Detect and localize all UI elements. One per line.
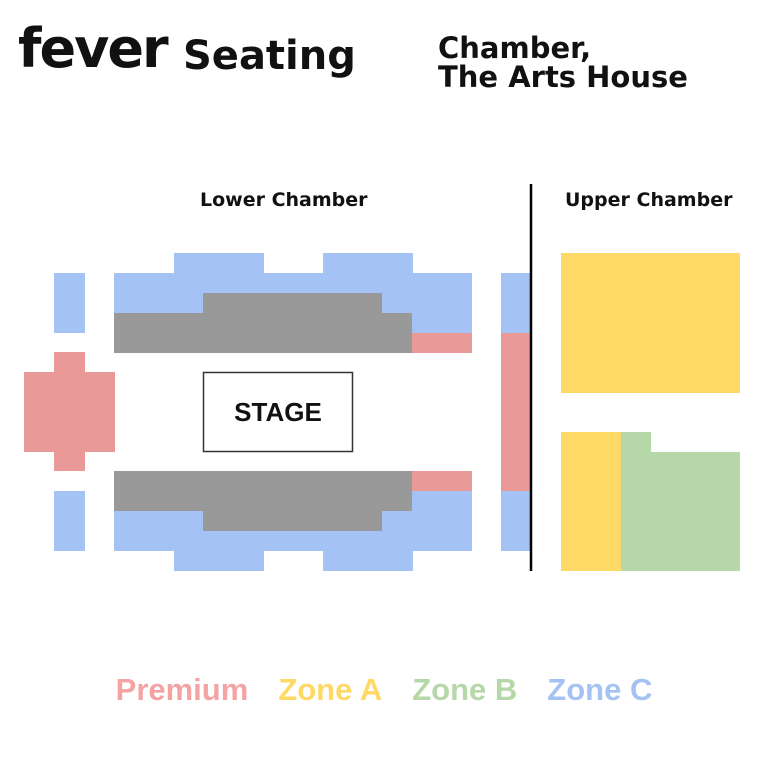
unavailable-seats (114, 293, 412, 531)
legend-premium: Premium (115, 672, 249, 707)
unavailable-bottom-2 (203, 511, 382, 531)
zone-a-upper-top[interactable] (561, 253, 740, 393)
stage-label: STAGE (234, 396, 322, 427)
lower-chamber-label: Lower Chamber (200, 189, 368, 211)
premium-seats[interactable] (24, 333, 531, 491)
legend-zone-b: Zone B (412, 672, 518, 707)
legend: Premium Zone A Zone B Zone C (0, 672, 768, 708)
premium-bottom-right[interactable] (412, 471, 472, 491)
premium-right-column[interactable] (501, 333, 531, 491)
unavailable-top-2 (203, 293, 382, 313)
venue-name: Chamber, The Arts House (438, 34, 688, 92)
premium-left-horizontal[interactable] (24, 372, 115, 452)
zone-c-left-top[interactable] (54, 273, 85, 333)
page-title: Seating (183, 33, 356, 79)
legend-zone-c: Zone C (547, 672, 653, 707)
legend-zone-a: Zone A (278, 672, 383, 707)
zone-c-right-top[interactable] (501, 273, 531, 333)
fever-logo: fever (18, 17, 169, 80)
zone-c-bottom-bump-1[interactable] (174, 551, 264, 571)
zone-c-right-bottom[interactable] (501, 491, 531, 551)
upper-chamber-seats[interactable] (561, 253, 740, 571)
premium-top-right[interactable] (412, 333, 472, 353)
stage (202, 371, 354, 453)
unavailable-top-1 (114, 313, 412, 353)
zone-b-upper-2[interactable] (651, 452, 740, 571)
venue-line-1: Chamber, (438, 31, 592, 65)
zone-c-top-bump-1[interactable] (174, 253, 264, 273)
zone-a-upper-bottom[interactable] (561, 432, 621, 571)
upper-chamber-label: Upper Chamber (565, 189, 733, 211)
unavailable-bottom-1 (114, 471, 412, 511)
zone-c-bottom-bump-2[interactable] (323, 551, 413, 571)
venue-line-2: The Arts House (438, 60, 688, 94)
zone-c-top-bump-2[interactable] (323, 253, 413, 273)
zone-b-upper-1[interactable] (621, 432, 651, 571)
zone-c-left-bottom[interactable] (54, 491, 85, 551)
